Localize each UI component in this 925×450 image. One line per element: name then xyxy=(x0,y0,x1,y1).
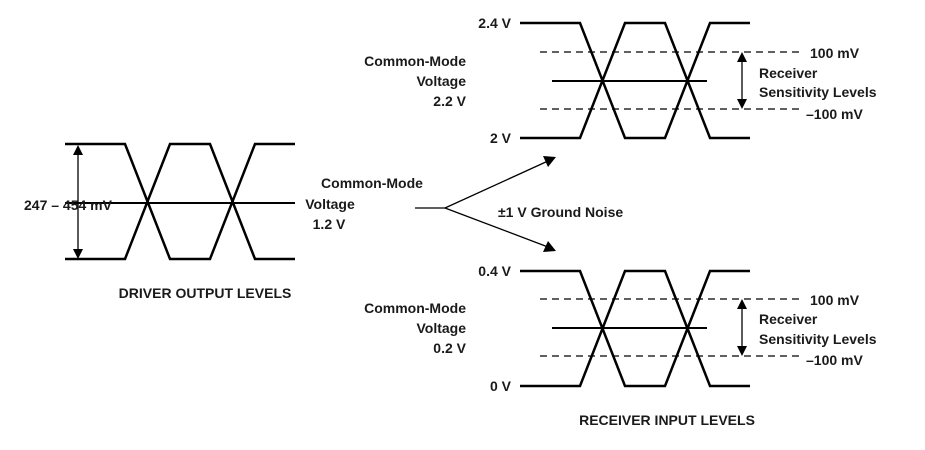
receiver-bottom-cm-line1: Common-Mode xyxy=(364,300,466,316)
receiver-top-arrow-up-head xyxy=(737,52,747,62)
receiver-bottom-plus-label: 100 mV xyxy=(810,292,860,308)
receiver-bottom-high-label: 0.4 V xyxy=(478,263,511,279)
receiver-bottom-low-label: 0 V xyxy=(490,378,512,394)
driver-caption: DRIVER OUTPUT LEVELS xyxy=(119,285,292,301)
receiver-top-minus-label: –100 mV xyxy=(806,106,863,122)
receiver-top-cm-line1: Common-Mode xyxy=(364,53,466,69)
ground-noise-label: ±1 V Ground Noise xyxy=(498,204,623,220)
receiver-top-low-label: 2 V xyxy=(490,130,512,146)
receiver-bottom-eye-diagram xyxy=(518,269,800,388)
receiver-top-high-label: 2.4 V xyxy=(478,15,511,31)
noise-arrow-down-head xyxy=(543,241,556,252)
receiver-top-sens-line2: Sensitivity Levels xyxy=(759,84,877,100)
receiver-top-eye-diagram xyxy=(518,21,800,140)
receiver-bottom-sens-line2: Sensitivity Levels xyxy=(759,331,877,347)
receiver-top-arrow-down-head xyxy=(737,99,747,109)
receiver-bottom-sens-line1: Receiver xyxy=(759,311,818,327)
driver-cm-line2: Voltage xyxy=(305,196,355,212)
driver-arrow-down-head xyxy=(73,249,83,259)
receiver-top-cm-line2: Voltage xyxy=(416,73,466,89)
driver-arrow-up-head xyxy=(73,145,83,155)
driver-eye-diagram xyxy=(63,142,297,261)
receiver-top-plus-label: 100 mV xyxy=(810,45,860,61)
noise-arrow-down xyxy=(444,207,549,248)
noise-arrow-up xyxy=(444,160,549,209)
driver-cm-value: 1.2 V xyxy=(313,216,346,232)
receiver-bottom-minus-label: –100 mV xyxy=(806,352,863,368)
receiver-caption: RECEIVER INPUT LEVELS xyxy=(579,412,755,428)
driver-amplitude-label: 247 – 454 mV xyxy=(24,197,113,213)
receiver-top-sens-line1: Receiver xyxy=(759,65,818,81)
receiver-bottom-cm-value: 0.2 V xyxy=(433,340,466,356)
receiver-top-cm-value: 2.2 V xyxy=(433,93,466,109)
noise-arrow-up-head xyxy=(543,156,556,167)
receiver-bottom-arrow-down-head xyxy=(737,346,747,356)
receiver-bottom-arrow-up-head xyxy=(737,299,747,309)
receiver-bottom-cm-line2: Voltage xyxy=(416,320,466,336)
driver-cm-line1: Common-Mode xyxy=(321,175,423,191)
ground-noise-arrows xyxy=(415,156,556,252)
